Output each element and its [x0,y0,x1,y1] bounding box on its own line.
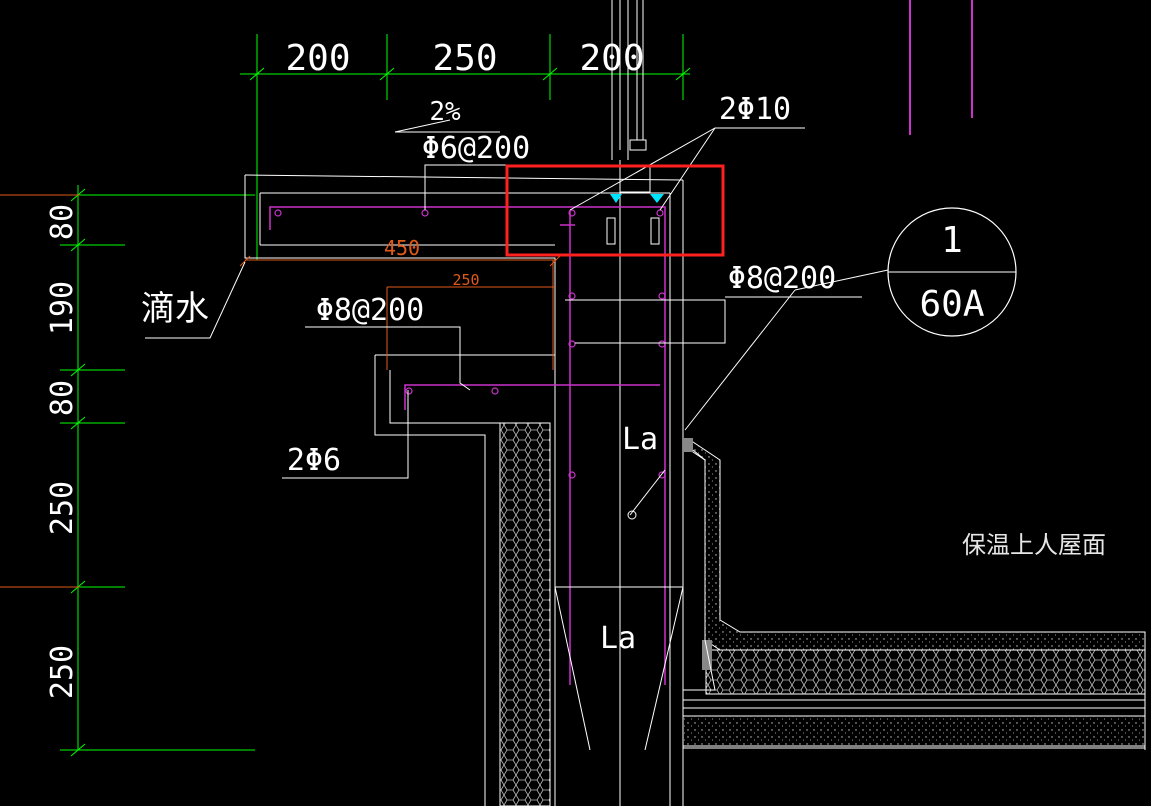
anchorage-label-1: La [622,422,658,457]
hoop-right-label: Φ8@200 [728,261,836,296]
overall-width-dim: 450 [384,236,420,260]
stirrup-mark-2 [650,217,660,245]
top-dimension-lines [240,34,691,260]
rebar-dots [274,209,666,479]
drip-label: 滴水 [141,289,209,329]
inner-width-dim: 250 [452,271,479,289]
slope-label: 2% [429,97,461,127]
concrete-outline [244,0,684,806]
roof-label: 保温上人屋面 [962,531,1106,559]
detail-number: 1 [941,220,963,261]
left-dim-2: 190 [45,281,80,335]
rebar-lines [269,206,666,685]
left-dim-4: 250 [45,481,80,535]
roof-assembly [682,438,1146,750]
left-dimension-lines [0,185,255,757]
detail-callout [887,207,1017,337]
top-dim-2: 250 [432,38,497,79]
stirrup-mark-1 [606,217,616,245]
left-dim-3: 80 [45,380,80,416]
cyan-marks [610,194,664,203]
hoop-left-label: Φ8@200 [316,293,424,328]
anchorage-label-2: La [600,621,636,656]
wall-insulation-hatch [499,422,551,806]
left-dim-1: 80 [45,204,80,240]
leader-lines [145,119,889,479]
stirrup-top [619,164,651,193]
anchor-dot [627,510,637,520]
bottom-bar-label: 2Φ6 [287,443,341,478]
orange-dimension-lines [239,255,561,370]
left-dim-5: 250 [45,645,80,699]
slab-rebar-label: Φ6@200 [422,131,530,166]
anchorage-lines [554,469,684,751]
top-bar-label: 2Φ10 [719,92,791,127]
detail-sheet: 60A [919,284,984,325]
top-dim-1: 200 [285,38,350,79]
highlight-box [505,164,725,257]
